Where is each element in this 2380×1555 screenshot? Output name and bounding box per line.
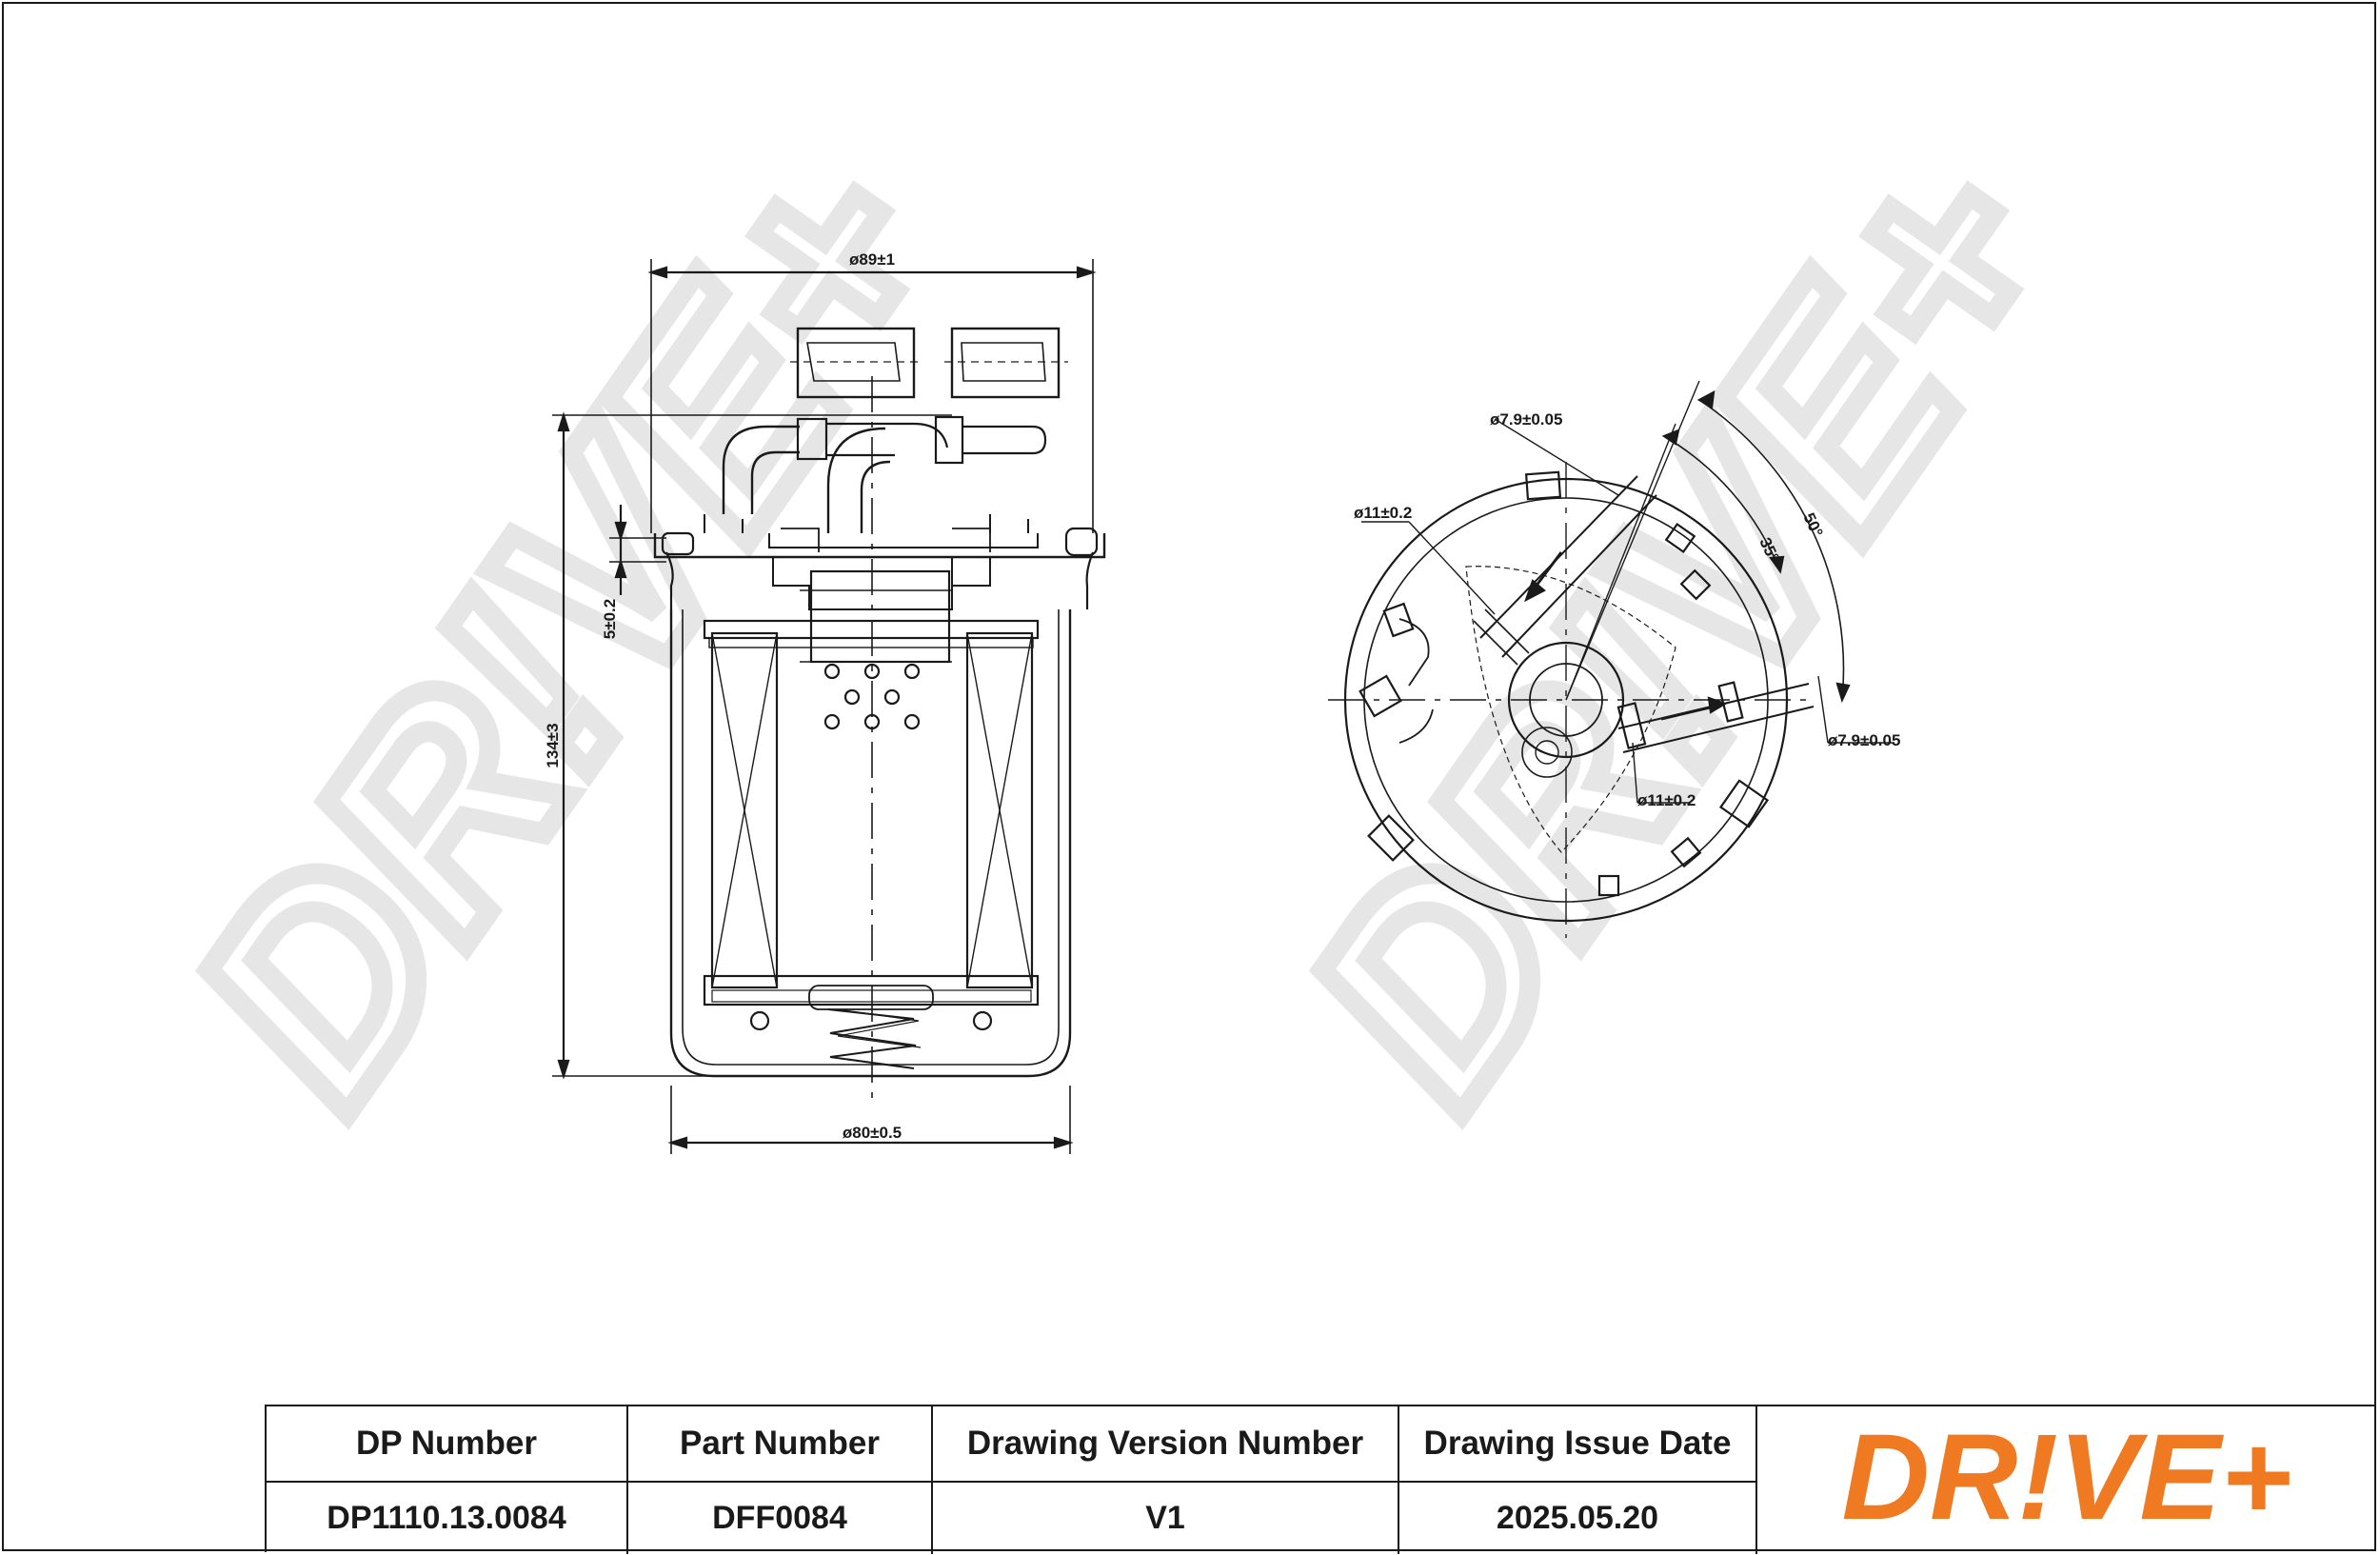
drive-logo: DR!VE+ [1757, 1408, 2376, 1552]
top-view [1328, 380, 1894, 938]
dim-port-a-diameter: ø7.9±0.05 [1490, 410, 1562, 429]
header-dp-number: DP Number [267, 1406, 628, 1483]
value-part-number: DFF0084 [628, 1483, 933, 1554]
dim-inner-a-diameter: ø11±0.2 [1354, 504, 1412, 522]
title-block: DP Number Part Number Drawing Version Nu… [265, 1405, 2376, 1554]
side-view [552, 259, 1106, 1154]
dim-port-b-diameter: ø7.9±0.05 [1828, 731, 1900, 749]
header-issue-date: Drawing Issue Date [1399, 1406, 1757, 1483]
value-dp-number: DP1110.13.0084 [267, 1483, 628, 1554]
header-part-number: Part Number [628, 1406, 933, 1483]
value-drawing-version: V1 [933, 1483, 1399, 1554]
dim-flange: 5±0.2 [601, 599, 619, 639]
value-issue-date: 2025.05.20 [1399, 1483, 1757, 1554]
dim-top-diameter: ø89±1 [849, 250, 895, 269]
svg-text:DR!VE+: DR!VE+ [1842, 1424, 2292, 1538]
dim-height: 134±3 [544, 723, 562, 768]
dim-bottom-diameter: ø80±0.5 [843, 1124, 902, 1142]
dim-inner-b-diameter: ø11±0.2 [1637, 791, 1696, 809]
header-drawing-version: Drawing Version Number [933, 1406, 1399, 1483]
